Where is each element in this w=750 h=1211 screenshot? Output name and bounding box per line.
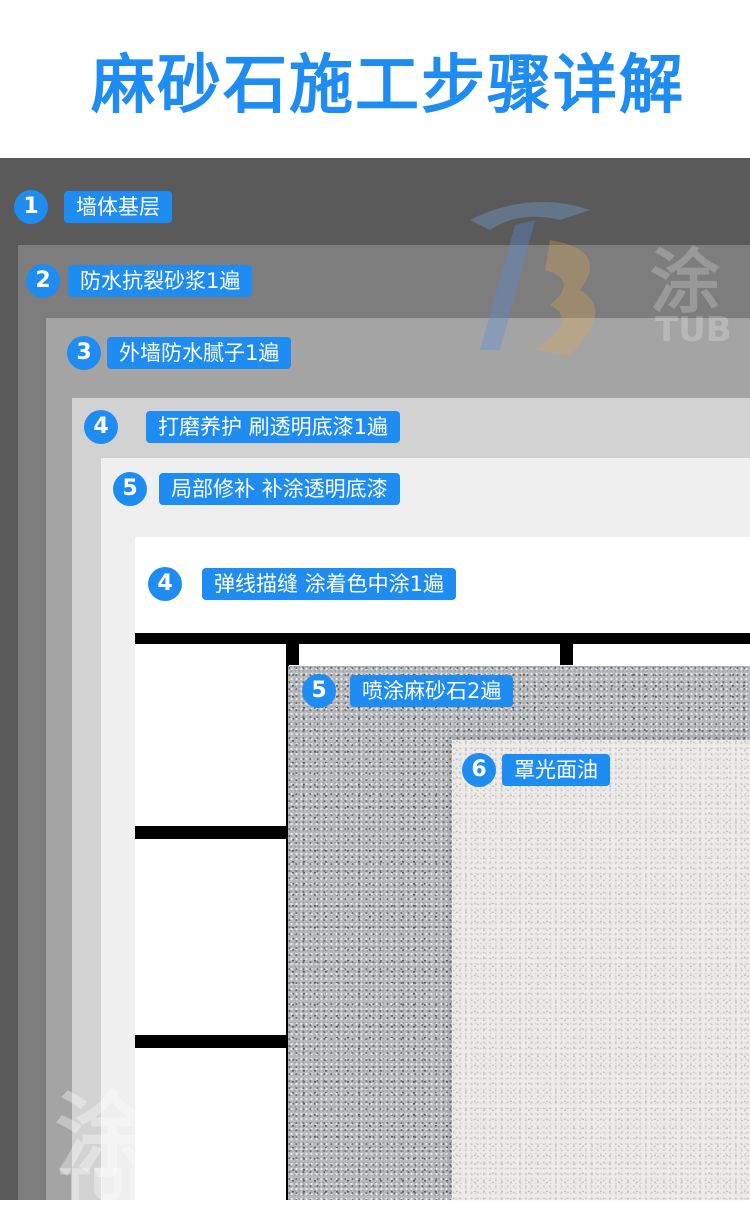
step-8: 6 罩光面油 bbox=[462, 753, 610, 787]
grid-line-vertical-b bbox=[560, 633, 573, 665]
step-7: 5 喷涂麻砂石2遍 bbox=[302, 674, 514, 708]
step-2: 2 防水抗裂砂浆1遍 bbox=[26, 264, 253, 298]
header: 麻砂石施工步骤详解 bbox=[0, 0, 750, 158]
step-5: 5 局部修补 补涂透明底漆 bbox=[113, 472, 400, 506]
gloss-topcoat-texture bbox=[452, 740, 750, 1200]
step-label: 罩光面油 bbox=[502, 754, 610, 786]
step-number: 2 bbox=[26, 264, 60, 298]
page-title: 麻砂石施工步骤详解 bbox=[91, 49, 685, 123]
step-3: 3 外墙防水腻子1遍 bbox=[67, 336, 292, 370]
step-label: 外墙防水腻子1遍 bbox=[107, 337, 292, 369]
step-number: 5 bbox=[302, 674, 336, 708]
step-4: 4 打磨养护 刷透明底漆1遍 bbox=[84, 410, 401, 444]
step-1: 1 墙体基层 bbox=[14, 190, 172, 224]
grid-line-horizontal-mid bbox=[135, 826, 288, 839]
step-number: 1 bbox=[14, 190, 48, 224]
step-number: 6 bbox=[462, 753, 496, 787]
step-number: 3 bbox=[67, 336, 101, 370]
grid-line-horizontal-top bbox=[135, 633, 750, 644]
step-label: 墙体基层 bbox=[64, 191, 172, 223]
step-label: 弹线描缝 涂着色中涂1遍 bbox=[202, 568, 457, 600]
step-label: 局部修补 补涂透明底漆 bbox=[159, 473, 400, 505]
grid-line-vertical-a bbox=[286, 633, 299, 665]
grid-line-horizontal-low bbox=[135, 1035, 288, 1048]
step-number: 5 bbox=[113, 472, 147, 506]
step-number: 4 bbox=[84, 410, 118, 444]
step-number: 4 bbox=[148, 567, 182, 601]
step-label: 防水抗裂砂浆1遍 bbox=[68, 265, 253, 297]
step-label: 喷涂麻砂石2遍 bbox=[350, 675, 514, 707]
grid-line-vertical-left bbox=[286, 633, 289, 1200]
step-label: 打磨养护 刷透明底漆1遍 bbox=[146, 411, 401, 443]
step-6: 4 弹线描缝 涂着色中涂1遍 bbox=[148, 567, 457, 601]
